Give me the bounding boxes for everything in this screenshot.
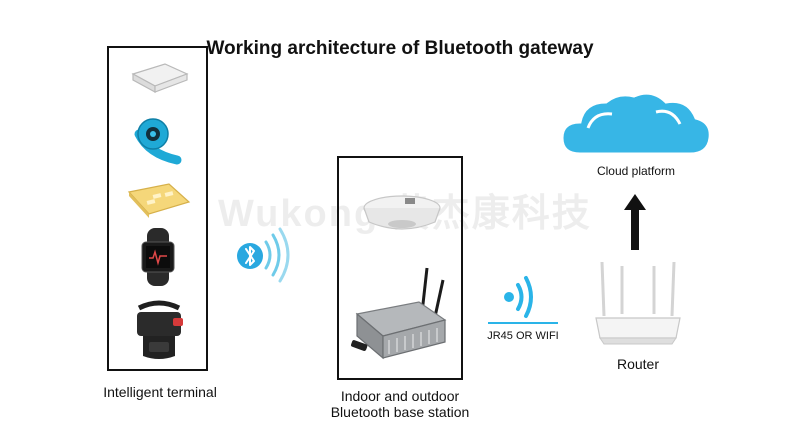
cloud-icon	[560, 91, 712, 156]
wristband-icon	[134, 118, 182, 165]
wifi-signal-icon	[504, 276, 533, 318]
base-station-label-line1: Indoor and outdoor	[340, 388, 460, 404]
fitness-tracker-icon	[141, 228, 175, 286]
ankle-bracelet-icon	[137, 300, 183, 359]
base-station-box	[337, 156, 463, 380]
bluetooth-signal-waves-icon	[264, 227, 290, 283]
router-icon	[595, 261, 681, 345]
card-tag-icon	[127, 183, 191, 218]
cloud-label: Cloud platform	[596, 164, 676, 178]
bluetooth-icon	[237, 243, 263, 269]
link-label: JR45 OR WIFI	[487, 330, 559, 342]
beacon-tag-icon	[131, 63, 189, 94]
indoor-gateway-icon	[363, 195, 441, 230]
terminal-label: Intelligent terminal	[103, 384, 217, 400]
base-station-label-line2: Bluetooth base station	[330, 404, 470, 420]
router-label: Router	[616, 356, 660, 372]
terminal-devices-box	[107, 46, 208, 371]
link-divider	[488, 322, 558, 324]
arrow-up-icon	[624, 194, 646, 250]
diagram-title: Working architecture of Bluetooth gatewa…	[206, 38, 594, 59]
outdoor-gateway-icon	[351, 267, 447, 360]
